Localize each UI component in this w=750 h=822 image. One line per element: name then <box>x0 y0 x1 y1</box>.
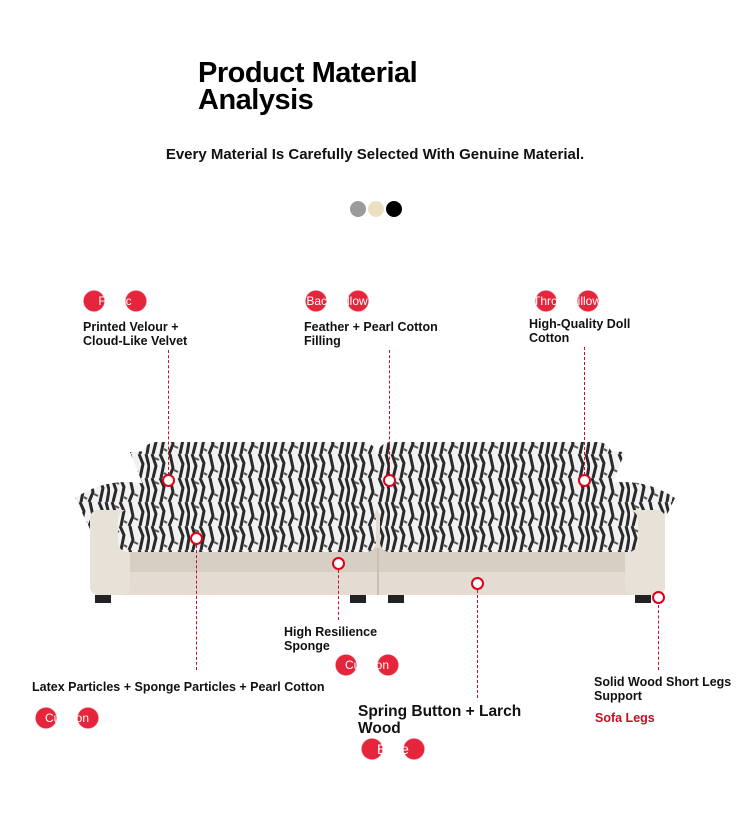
legs-description: Solid Wood Short Legs Support <box>594 675 732 703</box>
cushion-sponge-description: High Resilience Sponge <box>284 625 378 653</box>
page-subtitle: Every Material Is Carefully Selected Wit… <box>165 146 585 163</box>
legs-leader-line <box>658 605 659 670</box>
back-pillow-description: Feather + Pearl Cotton Filling <box>304 320 438 348</box>
tag-fabric: Fabric <box>80 290 150 312</box>
page-title: Product Material Analysis <box>198 57 498 116</box>
sofa-leg-mid-right <box>388 595 404 603</box>
seat-cushion-marker[interactable] <box>190 532 203 545</box>
sofa-leg-left <box>95 595 111 603</box>
seat-cushion-right <box>380 510 638 552</box>
legs-marker[interactable] <box>652 591 665 604</box>
throw-pillow-leader-line <box>584 347 585 475</box>
tag-cushion-latex: Cushion <box>32 707 102 729</box>
sofa-leg-right <box>635 595 651 603</box>
sponge-leader-line <box>338 570 339 620</box>
base-leader-line <box>477 590 478 698</box>
back-pillow-marker[interactable] <box>383 474 396 487</box>
fabric-marker[interactable] <box>162 474 175 487</box>
tag-sofa-legs: Sofa Legs <box>595 711 655 725</box>
color-swatch-black[interactable] <box>386 201 402 217</box>
color-swatch-grey[interactable] <box>350 201 366 217</box>
seat-cushion-left <box>118 510 376 552</box>
sponge-marker[interactable] <box>332 557 345 570</box>
base-marker[interactable] <box>471 577 484 590</box>
title-line-1: Product Material <box>198 57 418 89</box>
color-swatches <box>350 201 402 217</box>
color-swatch-beige[interactable] <box>368 201 384 217</box>
throw-pillow-description: High-Quality Doll Cotton <box>529 317 631 345</box>
tag-throw-pillow: Throw Pillow <box>532 290 602 312</box>
base-description: Spring Button + Larch Wood <box>358 703 522 737</box>
tag-cushion-sponge: Cushion <box>332 654 402 676</box>
sofa-illustration <box>75 442 675 603</box>
fabric-description: Printed Velour + Cloud-Like Velvet <box>83 320 188 348</box>
title-line-2: Analysis <box>198 84 314 116</box>
fabric-leader-line <box>168 350 169 475</box>
tag-base: Base <box>358 738 428 760</box>
tag-back-pillow: Back Pillow <box>302 290 372 312</box>
throw-pillow-marker[interactable] <box>578 474 591 487</box>
back-pillow-leader-line <box>389 350 390 475</box>
sofa-leg-mid-left <box>350 595 366 603</box>
cushion-latex-description: Latex Particles + Sponge Particles + Pea… <box>32 680 325 694</box>
seat-cushion-leader-line <box>196 545 197 670</box>
